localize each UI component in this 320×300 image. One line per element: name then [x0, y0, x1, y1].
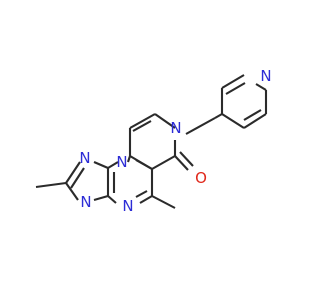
atom-n-pyrimidine: N — [122, 197, 133, 215]
bond-tri-2 — [65, 161, 81, 184]
atom-n-triazole-bridge: N — [116, 153, 127, 171]
bond-py-3 — [221, 113, 245, 129]
atom-o-carbonyl: O — [195, 169, 207, 187]
bond-pm-2-double — [135, 190, 148, 198]
molecule-structure: N N N N N N O — [35, 67, 272, 215]
bond-aryl-n — [214, 113, 223, 119]
bonds — [35, 74, 268, 209]
atom-labels: N N N N N N O — [79, 67, 271, 215]
atom-n-triazole-bottom: N — [80, 193, 91, 211]
bond-aryl-n-b — [185, 117, 216, 135]
bond-tri-4 — [93, 194, 109, 202]
bond-pm-6 — [127, 155, 131, 163]
bond-pn-5 — [151, 155, 176, 170]
bond-tri-2-double — [70, 167, 85, 189]
bond-py-4 — [243, 113, 267, 129]
bond-py-6 — [255, 83, 267, 91]
bond-pn-4-double — [135, 159, 153, 170]
bond-pn-2-double — [132, 120, 152, 132]
atom-n-pyridine: N — [260, 67, 271, 85]
bond-py-1-double — [225, 82, 246, 95]
bond-py-4-double — [243, 109, 262, 121]
bond-pn-2 — [129, 113, 156, 129]
bond-co-1 — [174, 155, 189, 171]
bond-pm-5 — [107, 161, 119, 169]
bond-methyl-right — [151, 195, 176, 209]
bond-tri-3 — [65, 182, 79, 201]
bond-py-1 — [221, 74, 245, 89]
bond-pm-3 — [107, 195, 117, 204]
bond-methyl-left — [35, 181, 67, 189]
bond-tri-1 — [93, 161, 109, 169]
bond-pn-1 — [154, 113, 176, 129]
bond-co-2 — [179, 151, 194, 167]
bond-pm-2 — [139, 195, 153, 204]
atom-n-pyridinone: N — [170, 119, 181, 137]
atom-n-triazole-top: N — [79, 149, 90, 167]
